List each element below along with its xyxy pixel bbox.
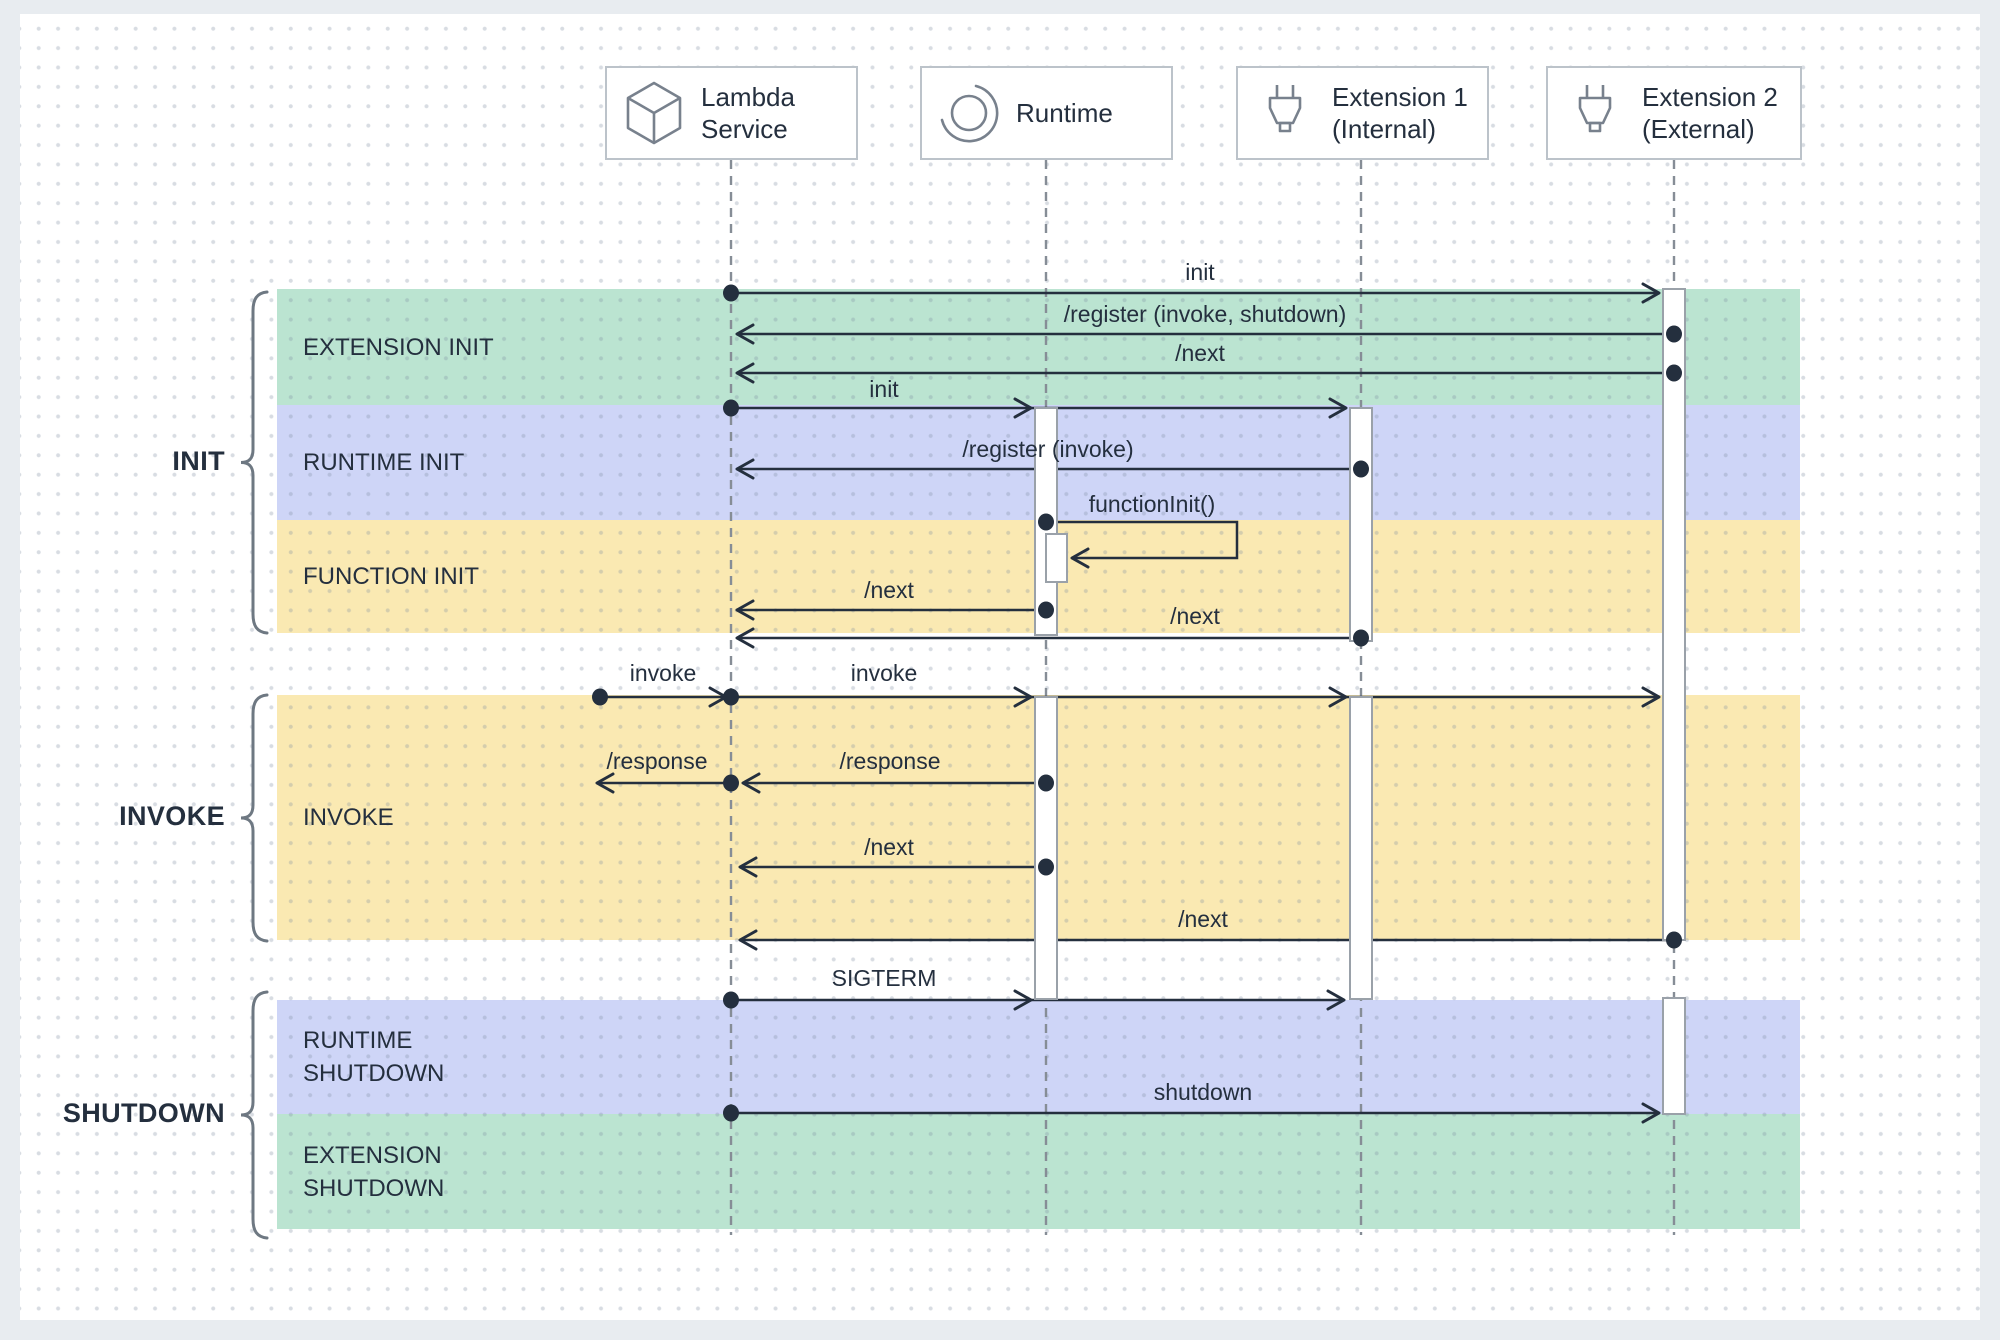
brace-init xyxy=(240,290,269,635)
arrowheads xyxy=(595,282,1661,1124)
message-dot xyxy=(1666,931,1682,949)
message-dot xyxy=(1353,460,1369,478)
self-message-line xyxy=(1046,520,1239,560)
band-label: INVOKE xyxy=(303,804,394,831)
message-dot xyxy=(1038,774,1054,792)
band-runtime-shutdown xyxy=(277,1000,1800,1114)
arrowhead-icon xyxy=(1328,397,1348,419)
arrowhead-icon xyxy=(738,929,758,951)
activation-bar xyxy=(1349,407,1373,642)
activation-bars xyxy=(1034,288,1686,1115)
message-dot xyxy=(723,284,739,302)
arrowhead-icon xyxy=(735,458,755,480)
message-dot xyxy=(1666,364,1682,382)
activation-bar xyxy=(1662,288,1686,941)
actor-box-extension-2: Extension 2(External) xyxy=(1546,66,1802,160)
arrowhead-icon xyxy=(741,772,761,794)
plug-icon xyxy=(1548,78,1642,148)
message-label: SIGTERM xyxy=(832,965,937,991)
message-label: functionInit() xyxy=(1089,491,1216,517)
arrowhead-icon xyxy=(1013,397,1033,419)
actor-label: Extension 2(External) xyxy=(1642,82,1778,144)
arrowhead-icon xyxy=(735,627,755,649)
message-labels: init/register (invoke, shutdown) /next ini… xyxy=(606,259,1346,1105)
arrowhead-icon xyxy=(1641,686,1661,708)
arrowhead-icon xyxy=(1013,686,1033,708)
band-label: EXTENSION INIT xyxy=(303,333,494,361)
cube-icon xyxy=(607,78,701,148)
section-braces xyxy=(240,290,269,1240)
arrowhead-icon xyxy=(1641,1102,1661,1124)
actor-box-extension-1: Extension 1(Internal) xyxy=(1236,66,1489,160)
message-label: /next xyxy=(1170,603,1220,629)
arrowhead-icon xyxy=(1013,989,1033,1011)
arrowhead-icon xyxy=(735,362,755,384)
band-label: FUNCTION INIT xyxy=(303,563,479,590)
message-label: init xyxy=(869,376,899,402)
actor-label: Runtime xyxy=(1016,98,1113,128)
arrowhead-icon xyxy=(1070,547,1090,569)
arrowhead-icon xyxy=(735,323,755,345)
message-label: /next xyxy=(1175,340,1225,366)
activation-bar xyxy=(1662,997,1686,1115)
message-label: shutdown xyxy=(1154,1079,1252,1105)
message-label: /register (invoke, shutdown) xyxy=(1064,301,1347,327)
message-dot xyxy=(723,1104,739,1122)
message-dot xyxy=(723,399,739,417)
band-label: RUNTIME INIT xyxy=(303,449,465,476)
arrowhead-icon xyxy=(1328,686,1348,708)
cycle-icon xyxy=(922,78,1016,148)
section-label-invoke: INVOKE xyxy=(119,801,225,831)
activation-bar xyxy=(1034,696,1058,1000)
message-dot xyxy=(723,991,739,1009)
message-dot xyxy=(723,688,739,706)
message-dot xyxy=(592,688,608,706)
arrowhead-icon xyxy=(595,772,615,794)
actor-box-runtime: Runtime xyxy=(920,66,1173,160)
message-label: /next xyxy=(864,834,914,860)
actor-label: Extension 1(Internal) xyxy=(1332,82,1468,144)
message-dot xyxy=(723,774,739,792)
nested-activation-bar xyxy=(1045,533,1068,583)
message-dot xyxy=(1666,325,1682,343)
brace-shutdown xyxy=(240,990,269,1240)
activation-bar xyxy=(1349,696,1373,1000)
message-dots xyxy=(592,284,1682,1122)
section-label-init: INIT xyxy=(172,445,225,476)
arrowhead-icon xyxy=(738,856,758,878)
arrowhead-icon xyxy=(735,599,755,621)
brace-invoke xyxy=(240,693,269,943)
message-label: /next xyxy=(864,577,914,603)
arrowhead-icon xyxy=(1326,989,1346,1011)
arrowhead-icon xyxy=(1641,282,1661,304)
section-label-shutdown: SHUTDOWN xyxy=(62,1098,225,1128)
message-label: /response xyxy=(839,748,940,774)
message-label: invoke xyxy=(630,660,696,686)
plug-icon xyxy=(1238,78,1332,148)
band-extension-shutdown xyxy=(277,1114,1800,1229)
message-dot xyxy=(1353,629,1369,647)
message-dot xyxy=(1038,858,1054,876)
message-lines xyxy=(597,291,1674,1115)
message-label: /next xyxy=(1178,906,1228,932)
message-label: /response xyxy=(606,748,707,774)
message-label: init xyxy=(1185,259,1215,285)
message-dot xyxy=(1038,601,1054,619)
message-label: /register (invoke) xyxy=(962,436,1133,462)
message-dot xyxy=(1038,513,1054,531)
message-label: invoke xyxy=(851,660,917,686)
band-extension-init xyxy=(277,289,1800,405)
